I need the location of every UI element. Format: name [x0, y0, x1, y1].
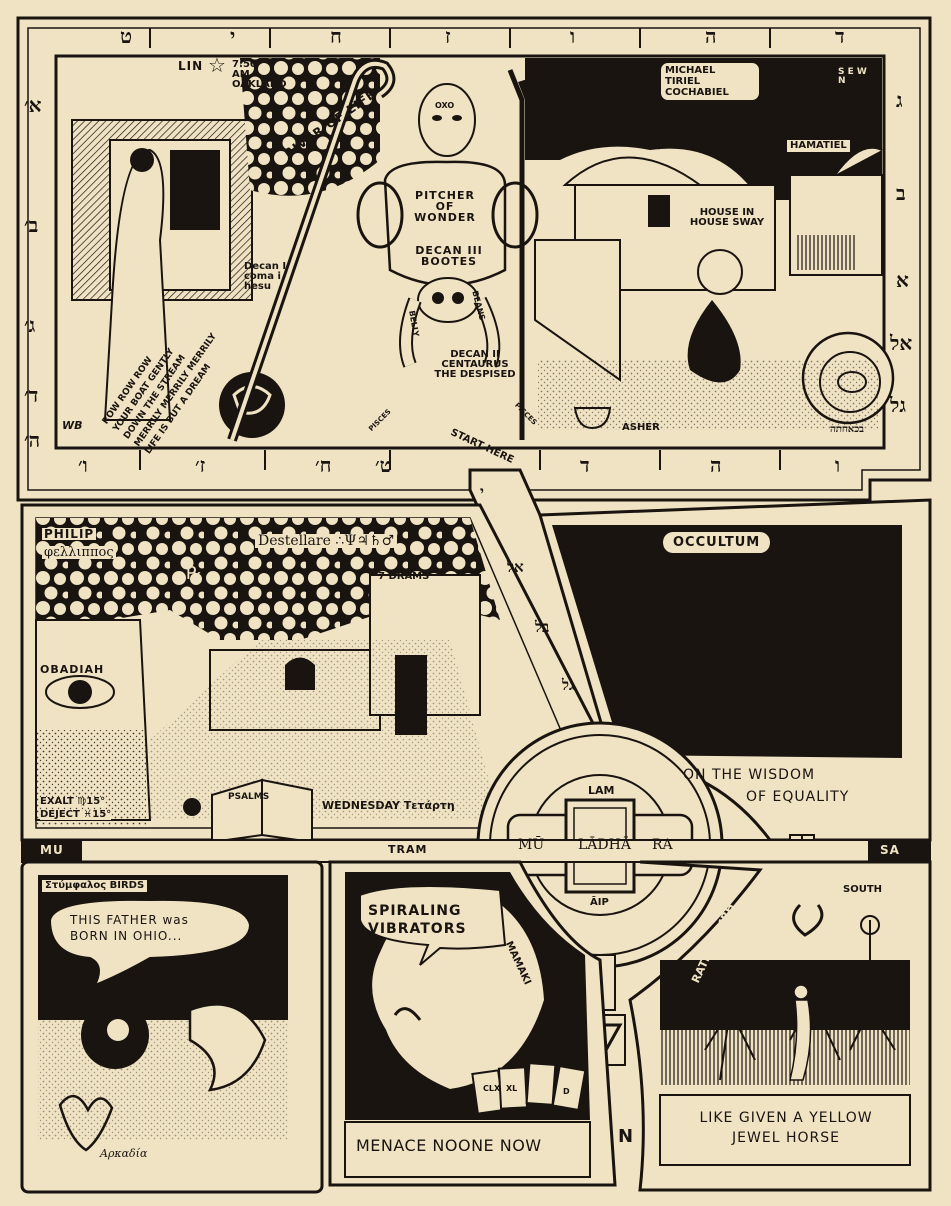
speech-bubble: THIS FATHER was BORN IN OHIO...: [70, 912, 189, 944]
philip-label: PHILIP: [42, 527, 97, 541]
artist-signature: WB: [62, 419, 83, 432]
decan3-label: DECAN III BOOTES: [415, 244, 483, 268]
hebrew-letter: ד: [835, 24, 845, 48]
south-label: SOUTH: [843, 884, 883, 895]
hebrew-letter: ב: [896, 181, 906, 205]
house-label: HOUSE IN HOUSE SWAY: [689, 207, 765, 228]
equality-line: OF EQUALITY: [746, 789, 850, 805]
mandala-aip: ĀIP: [590, 897, 609, 908]
angel-name: COCHABIEL: [665, 87, 729, 98]
yellow-line: JEWEL HORSE: [732, 1130, 840, 1146]
hebrew-letter: גל: [890, 393, 906, 417]
hebrew-letter: גל: [562, 676, 574, 694]
spiraling-line: VIBRATORS: [368, 921, 467, 937]
hebrew-letter: אל: [507, 558, 524, 576]
card-label: CLX: [483, 1084, 501, 1093]
sa-label: SA: [880, 843, 900, 857]
occultum-title: OCCULTUM: [661, 531, 772, 554]
hebrew-letter: ד׳: [24, 383, 39, 407]
destellare-label: Destellare ∴Ψ♃♄♂: [255, 534, 398, 548]
hebrew-letter: ח: [330, 24, 342, 48]
hamatiel-label: HAMATIEL: [787, 140, 850, 152]
yellow-horse-caption: LIKE GIVEN A YELLOW JEWEL HORSE: [668, 1108, 904, 1148]
mu-label: MU: [40, 843, 64, 857]
wisdom-line: ON THE WISDOM: [683, 767, 816, 783]
deject-label: DEJECT ♓15°: [40, 809, 112, 820]
tram-label: TRAM: [388, 843, 428, 856]
drams-label: 7 DRAMS: [378, 571, 430, 582]
hebrew-letter: ד: [580, 453, 590, 477]
star-icon: ☆: [208, 53, 226, 77]
hebrew-letter: י: [230, 24, 236, 48]
mandala-mu: MŪ: [518, 837, 545, 853]
hebrew-letter: ט: [120, 24, 133, 48]
hebrew-letter: ו׳: [78, 453, 88, 477]
hebrew-letter: ט׳: [375, 453, 392, 477]
angel-name: MICHAEL: [665, 65, 716, 76]
arkadia-label: Αρκαδία: [100, 1147, 148, 1160]
hebrew-letter: א׳: [24, 93, 42, 117]
hebrew-letter: י: [480, 483, 484, 501]
decan2-label: DECAN II CENTAURUS THE DESPISED: [434, 349, 516, 380]
hebrew-letter: ה: [705, 24, 717, 48]
mandala-ladha: LĀDHĀ: [578, 837, 631, 853]
birds-label: Στύμφαλος BIRDS: [42, 880, 148, 892]
speech-line: BORN IN OHIO...: [70, 929, 183, 943]
hebrew-letter: בל: [535, 618, 550, 636]
hebrew-letter: א: [896, 268, 909, 292]
eye-symbol: OXO: [435, 101, 455, 110]
pitcher-label: PITCHER OF WONDER: [414, 189, 476, 224]
hebrew-letter: ו: [835, 453, 841, 477]
speech-line: THIS FATHER was: [70, 913, 189, 927]
hebrew-letter: ה: [710, 453, 722, 477]
spiraling-caption: SPIRALING VIBRATORS: [368, 902, 467, 938]
angel-name: TIRIEL: [665, 76, 701, 87]
hebrew-letter: ג: [896, 88, 903, 112]
lin-label: LIN: [178, 59, 204, 73]
hebrew-letter: ז׳: [195, 453, 206, 477]
philippos-label: φελλιππος: [42, 545, 116, 560]
card-label: D: [563, 1087, 570, 1096]
hebrew-letter: ח׳: [315, 453, 332, 477]
lam-label: LAM: [588, 784, 615, 797]
time-label: 7:50 AM OAKLAND: [232, 59, 287, 90]
obadiah-label: OBADIAH: [40, 663, 105, 676]
exalt-label: EXALT ♍15°: [40, 796, 106, 807]
spiral-word: בכאחתה: [830, 424, 864, 435]
decan1-label: Decan I coma i hesu: [244, 261, 287, 292]
hebrew-letter: ו: [570, 24, 576, 48]
card-label: XL: [506, 1084, 518, 1093]
mandala-ra: RA: [652, 837, 673, 853]
asher-label: ASHER: [622, 422, 660, 433]
angel-names: MICHAEL TIRIEL COCHABIEL: [660, 62, 760, 101]
hebrew-letter: ב׳: [24, 213, 39, 237]
hebrew-letter: ז: [445, 24, 451, 48]
hebrew-letter: ג׳: [24, 313, 36, 337]
hebrew-letter: אל: [890, 331, 913, 355]
psalms-label: PSALMS: [228, 792, 270, 802]
north-label: N: [618, 1126, 635, 1147]
menace-caption: MENACE NOONE NOW: [356, 1136, 542, 1155]
hebrew-letter: ה׳: [24, 428, 41, 452]
spiraling-line: SPIRALING: [368, 903, 462, 919]
yellow-line: LIKE GIVEN A YELLOW: [699, 1110, 873, 1126]
compass-directions: S E W N: [838, 67, 867, 86]
wednesday-label: WEDNESDAY Τετάρτη: [322, 799, 455, 812]
rx-symbol: ℞: [186, 563, 203, 584]
